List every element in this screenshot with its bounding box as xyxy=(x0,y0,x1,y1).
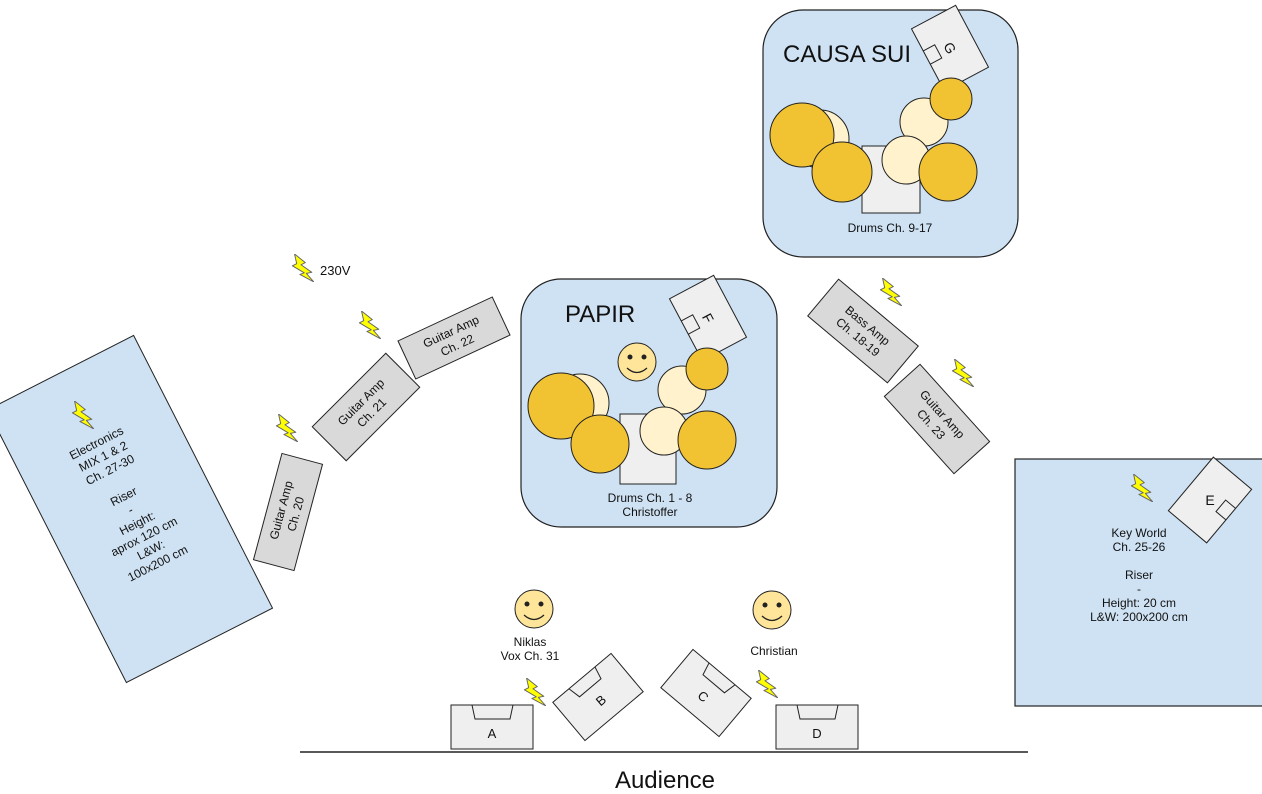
monitor-e: E xyxy=(1167,456,1253,544)
key-world-riser-text-line-1: Key World xyxy=(1111,526,1166,540)
key-world-riser-text-line-6: Height: 20 cm xyxy=(1102,596,1176,610)
monitor-g: G xyxy=(910,4,990,92)
papir-riser: PAPIR F Drums Ch. 1 - 8 Christoffer xyxy=(520,274,778,528)
monitor-e-label: E xyxy=(1205,492,1214,508)
christian-face-icon xyxy=(752,590,792,630)
guitar-amp-22-bolt-icon xyxy=(358,311,381,339)
monitor-d: D xyxy=(775,704,859,750)
causa-sui-drum-kit xyxy=(769,77,978,214)
guitar-amp-ch-22: Guitar Amp Ch. 22 xyxy=(397,296,511,380)
audience-label: Audience xyxy=(615,767,715,794)
guitar-amp-21-bolt-icon xyxy=(275,414,298,442)
monitor-a: A xyxy=(450,704,534,750)
monitor-b: B xyxy=(552,652,644,742)
niklas-face-icon xyxy=(514,589,554,629)
monitor-c: C xyxy=(660,648,752,738)
niklas-name: Niklas xyxy=(514,635,547,649)
monitor-d-bolt-icon xyxy=(755,670,778,698)
papir-drums-label-line2: Christoffer xyxy=(622,505,677,519)
monitor-f: F xyxy=(668,274,748,362)
monitor-d-label: D xyxy=(812,726,821,741)
guitar-amp-ch-23: Guitar Amp Ch. 23 xyxy=(883,363,991,475)
guitar-amp-23-bolt-icon xyxy=(951,359,974,387)
papir-drums-label-line1: Drums Ch. 1 - 8 xyxy=(608,491,693,505)
key-world-riser-text-line-4: Riser xyxy=(1125,568,1153,582)
papir-drum-kit xyxy=(527,347,737,485)
christian-name: Christian xyxy=(750,644,797,658)
drummer-face xyxy=(617,342,657,382)
niklas-channel: Vox Ch. 31 xyxy=(501,649,560,663)
bass-amp-ch-18-19: Bass Amp Ch. 18-19 xyxy=(807,278,919,384)
guitar-amp-ch-20: Guitar Amp Ch. 20 xyxy=(252,452,324,572)
key-world-riser-text-line-7: L&W: 200x200 cm xyxy=(1090,610,1188,624)
causa-sui-drums-label: Drums Ch. 9-17 xyxy=(848,221,933,235)
electronics-riser-text-line-6: - xyxy=(125,503,135,517)
papir-title: PAPIR xyxy=(565,301,635,328)
power-230v: 230V xyxy=(291,254,351,282)
performer-niklas: Niklas Vox Ch. 31 xyxy=(501,589,560,663)
monitor-b-bolt-icon xyxy=(523,678,546,706)
key-world-riser-text-line-5: - xyxy=(1137,582,1141,596)
bass-amp-bolt-icon xyxy=(879,278,902,306)
causa-sui-riser: CAUSA SUI G Drums Ch. 9-17 xyxy=(762,4,1019,258)
power-bolt-icon xyxy=(291,254,314,282)
performer-christian: Christian xyxy=(750,590,798,658)
guitar-amp-ch-21: Guitar Amp Ch. 21 xyxy=(311,352,421,462)
monitor-a-label: A xyxy=(488,726,497,741)
causa-sui-title: CAUSA SUI xyxy=(783,41,911,68)
key-world-riser-text-line-2: Ch. 25-26 xyxy=(1113,540,1166,554)
power-label: 230V xyxy=(320,263,351,278)
